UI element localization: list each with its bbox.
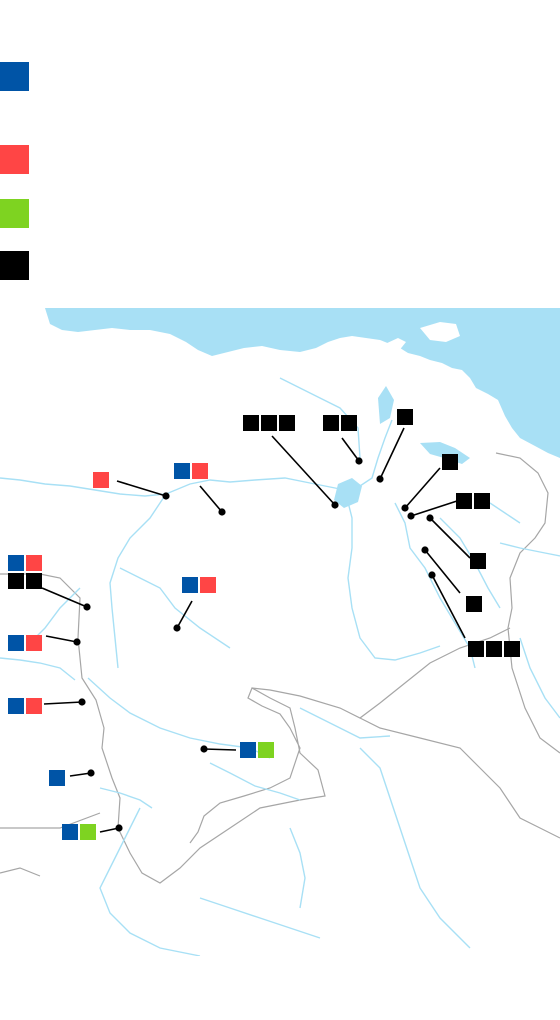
leader-line xyxy=(431,574,466,639)
leader-line xyxy=(41,587,88,608)
leader-line xyxy=(203,748,237,751)
map-marker[interactable] xyxy=(428,571,520,657)
marker-swatch xyxy=(49,770,65,786)
marker-swatch xyxy=(8,698,24,714)
leader-line xyxy=(176,600,193,629)
rivers xyxy=(0,377,560,956)
map-marker[interactable] xyxy=(49,769,95,786)
marker-swatch xyxy=(261,415,277,431)
location-dot[interactable] xyxy=(87,769,95,777)
markers xyxy=(8,409,520,840)
location-dot[interactable] xyxy=(421,546,429,554)
marker-swatch xyxy=(93,472,109,488)
map-marker[interactable] xyxy=(8,698,86,714)
legend-swatch-red xyxy=(0,145,29,174)
map-land xyxy=(0,308,560,956)
marker-swatch xyxy=(470,553,486,569)
leader-line xyxy=(271,435,336,506)
marker-swatch xyxy=(26,573,42,589)
location-dot[interactable] xyxy=(401,504,409,512)
marker-swatch xyxy=(8,635,24,651)
marker-swatch xyxy=(456,493,472,509)
map-canvas[interactable] xyxy=(0,308,560,956)
legend xyxy=(0,0,560,300)
river-mouth xyxy=(378,386,394,424)
map-marker[interactable] xyxy=(376,409,413,483)
map-marker[interactable] xyxy=(8,635,81,651)
map-marker[interactable] xyxy=(407,493,490,520)
location-dot[interactable] xyxy=(428,571,436,579)
sea xyxy=(45,308,560,458)
marker-swatch xyxy=(192,463,208,479)
leader-line xyxy=(341,437,360,462)
location-dot[interactable] xyxy=(331,501,339,509)
location-dot[interactable] xyxy=(376,475,384,483)
marker-swatch xyxy=(8,573,24,589)
legend-swatch-green xyxy=(0,199,29,228)
marker-swatch xyxy=(243,415,259,431)
map-marker[interactable] xyxy=(421,546,482,612)
location-dot[interactable] xyxy=(115,824,123,832)
marker-swatch xyxy=(26,698,42,714)
leader-line xyxy=(45,635,78,643)
map-marker[interactable] xyxy=(323,415,363,465)
location-dot[interactable] xyxy=(78,698,86,706)
map-marker[interactable] xyxy=(62,824,123,840)
leader-line xyxy=(410,500,458,517)
location-dot[interactable] xyxy=(162,492,170,500)
location-dot[interactable] xyxy=(200,745,208,753)
marker-swatch xyxy=(397,409,413,425)
legend-swatch-black xyxy=(0,251,29,280)
marker-swatch xyxy=(486,641,502,657)
location-dot[interactable] xyxy=(355,457,363,465)
leader-line xyxy=(429,517,471,559)
map[interactable] xyxy=(0,308,560,956)
island xyxy=(385,338,406,352)
marker-swatch xyxy=(8,555,24,571)
map-marker[interactable] xyxy=(243,415,339,509)
marker-swatch xyxy=(442,454,458,470)
marker-swatch xyxy=(174,463,190,479)
map-marker[interactable] xyxy=(200,742,274,758)
leader-line xyxy=(43,701,83,705)
leader-line xyxy=(424,549,461,594)
location-dot[interactable] xyxy=(173,624,181,632)
leader-line xyxy=(404,467,441,509)
map-marker[interactable] xyxy=(426,514,486,569)
marker-swatch xyxy=(474,493,490,509)
marker-swatch xyxy=(468,641,484,657)
location-dot[interactable] xyxy=(83,603,91,611)
island xyxy=(420,322,460,342)
marker-swatch xyxy=(240,742,256,758)
leader-line xyxy=(199,485,223,513)
lake xyxy=(334,478,362,508)
map-marker[interactable] xyxy=(401,454,458,512)
map-marker[interactable] xyxy=(8,555,91,611)
marker-swatch xyxy=(26,555,42,571)
marker-swatch xyxy=(504,641,520,657)
location-dot[interactable] xyxy=(218,508,226,516)
borders xyxy=(0,452,560,884)
marker-swatch xyxy=(323,415,339,431)
marker-swatch xyxy=(258,742,274,758)
location-dot[interactable] xyxy=(426,514,434,522)
location-dot[interactable] xyxy=(407,512,415,520)
island xyxy=(344,338,362,358)
leader-line xyxy=(116,480,167,497)
legend-swatch-blue xyxy=(0,62,29,91)
marker-swatch xyxy=(200,577,216,593)
marker-swatch xyxy=(341,415,357,431)
marker-swatch xyxy=(26,635,42,651)
marker-swatch xyxy=(279,415,295,431)
marker-swatch xyxy=(182,577,198,593)
map-marker[interactable] xyxy=(173,577,216,632)
marker-swatch xyxy=(80,824,96,840)
marker-swatch xyxy=(466,596,482,612)
marker-swatch xyxy=(62,824,78,840)
location-dot[interactable] xyxy=(73,638,81,646)
map-marker[interactable] xyxy=(93,472,170,500)
map-marker[interactable] xyxy=(174,463,226,516)
leader-line xyxy=(379,427,405,480)
